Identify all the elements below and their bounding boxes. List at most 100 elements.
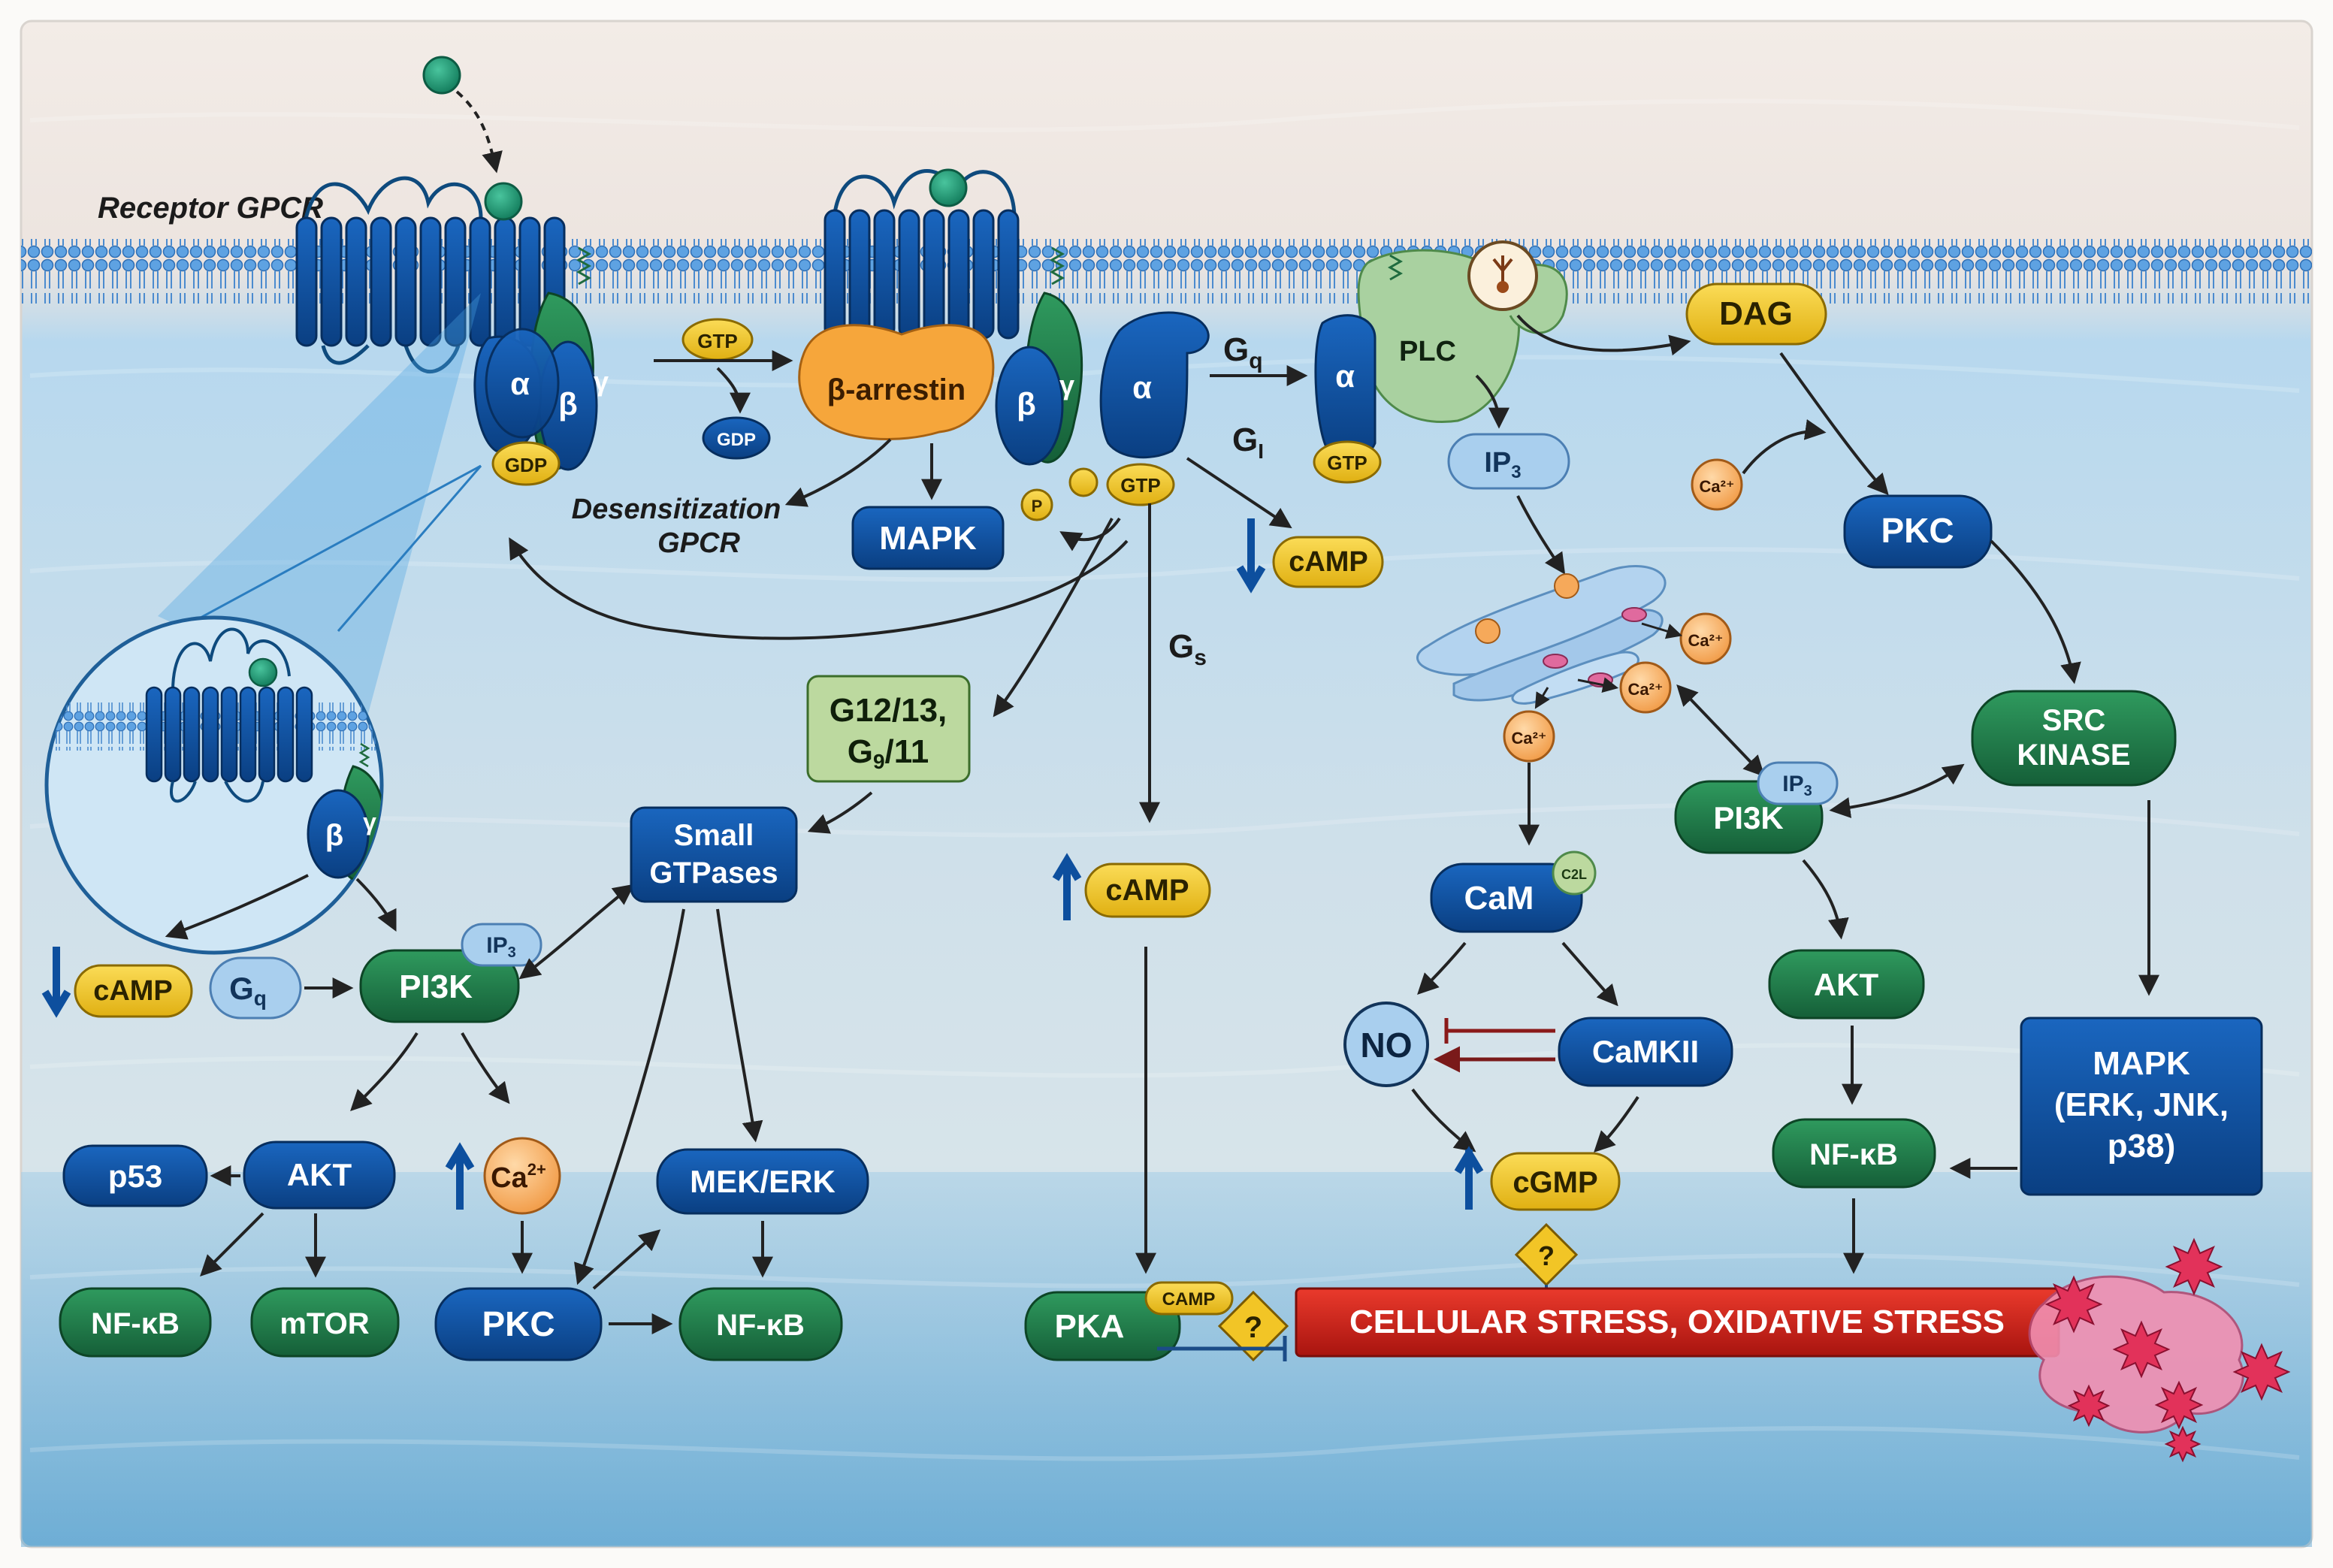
svg-text:NF-κB: NF-κB <box>716 1309 805 1342</box>
svg-text:GTP: GTP <box>697 330 737 352</box>
svg-text:p38): p38) <box>2108 1128 2175 1165</box>
svg-text:cGMP: cGMP <box>1513 1166 1597 1199</box>
arrow-pi3k-akt-right <box>1802 859 1849 940</box>
camkii-node: CaMKII <box>1558 1017 1733 1087</box>
pkc-node-left: PKC <box>434 1287 603 1361</box>
svg-text:PI3K: PI3K <box>1713 800 1783 835</box>
gdp-node-released: GDP <box>702 416 771 460</box>
svg-text:IP3: IP3 <box>1782 772 1812 799</box>
svg-text:cAMP: cAMP <box>1105 874 1189 907</box>
damaged-cell-cluster <box>2028 1237 2291 1463</box>
svg-text:cAMP: cAMP <box>1289 546 1368 578</box>
ca-node-er-2: Ca²⁺ <box>1619 661 1672 714</box>
svg-text:SRC: SRC <box>2042 704 2105 737</box>
question-diamond-pka: ? <box>1217 1290 1289 1362</box>
svg-text:NF-κB: NF-κB <box>1809 1138 1898 1171</box>
svg-text:NO: NO <box>1361 1026 1413 1065</box>
g1213-node: G12/13, G9/11 <box>806 675 971 783</box>
arrow-smallgtpases-pkc <box>574 908 685 1286</box>
inset-circle: β γ <box>44 615 384 955</box>
arrow-plc-dag <box>1516 314 1691 356</box>
cytoplasm-lower <box>21 1172 2312 1547</box>
arrow-ca-pkc <box>1742 418 1827 475</box>
svg-text:CAMP: CAMP <box>1162 1289 1216 1310</box>
gamma-subunit-1: γ <box>594 366 609 397</box>
svg-text:KINASE: KINASE <box>2017 739 2130 772</box>
camp-down-node: cAMP <box>1236 518 1384 594</box>
gamma-subunit-2: γ <box>1059 370 1074 400</box>
svg-text:Ca²⁺: Ca²⁺ <box>1688 631 1723 650</box>
svg-text:C2L: C2L <box>1561 867 1587 882</box>
arrow-pkc-mekerk <box>592 1229 661 1290</box>
gq-label: Gq <box>1223 331 1263 373</box>
desensitization-label-2: GPCR <box>657 527 740 559</box>
arrow-no-cgmp <box>1411 1088 1476 1153</box>
svg-text:GTP: GTP <box>1120 474 1160 497</box>
arrow-pi3k-ca <box>461 1032 510 1104</box>
nfkb-node-left: NF-κB <box>59 1287 212 1358</box>
gq-node-left: Gq <box>209 956 302 1020</box>
arrow-cam-no <box>1417 941 1467 995</box>
arrow-recycle-long <box>509 537 1129 640</box>
arrow-er-ca-1 <box>1641 622 1683 639</box>
gtp-node-active: GTP <box>1106 463 1175 506</box>
inset-callout-edge-2 <box>337 465 482 632</box>
arrow-plc-ip3 <box>1475 374 1509 429</box>
svg-text:Gq: Gq <box>229 971 267 1010</box>
svg-text:cAMP: cAMP <box>93 975 173 1007</box>
arrow-betagamma-camp <box>165 874 309 940</box>
svg-text:MAPK: MAPK <box>2093 1045 2190 1082</box>
svg-text:GDP: GDP <box>505 454 547 476</box>
arrow-ca-pi3k-right <box>1676 684 1765 778</box>
arrow-gdp-out <box>716 367 751 414</box>
svg-text:CELLULAR STRESS, OXIDATIVE STR: CELLULAR STRESS, OXIDATIVE STRESS <box>1349 1304 2005 1340</box>
arrow-pi3k-smallgtpases <box>518 884 635 980</box>
svg-text:Small: Small <box>674 819 754 852</box>
mek-erk-node: MEK/ERK <box>656 1148 869 1215</box>
svg-text:Ca²⁺: Ca²⁺ <box>1699 477 1734 496</box>
svg-text:IP3: IP3 <box>1484 447 1521 482</box>
svg-text:GTP: GTP <box>1327 452 1367 474</box>
camp-up-node: cAMP <box>1052 853 1211 920</box>
gtp-node-exchange: GTP <box>681 318 754 361</box>
gdp-node-1: GDP <box>491 441 561 486</box>
svg-text:Ca²⁺: Ca²⁺ <box>1627 680 1663 699</box>
svg-text:IP3: IP3 <box>486 933 515 961</box>
svg-text:Ca²⁺: Ca²⁺ <box>1511 729 1546 748</box>
mapk-node-right: MAPK (ERK, JNK, p38) <box>2020 1017 2263 1196</box>
mapk-node-top: MAPK <box>851 506 1005 570</box>
ca-node-er-3: Ca²⁺ <box>1503 710 1555 763</box>
arrow-dag-pkc <box>1779 352 1889 496</box>
g-protein-heterotrimer-2: β γ <box>995 292 1083 466</box>
nfkb-node-middle: NF-κB <box>678 1287 843 1361</box>
pi3k-node-left: PI3K IP3 <box>359 923 542 1023</box>
svg-text:PLC: PLC <box>1399 336 1456 367</box>
arrow-er-ca-3 <box>1534 687 1550 709</box>
g-protein-heterotrimer-1: α β γ <box>473 292 609 471</box>
arrow-src-pi3k <box>1829 763 1965 818</box>
inhibit-pka-stress <box>1157 1336 1287 1361</box>
arrow-gtp-phosphate <box>1059 517 1121 551</box>
beta-subunit-1: β <box>558 386 578 421</box>
receptor-gpcr-label: Receptor GPCR <box>98 192 323 225</box>
inhibit-camkii-no <box>1444 1018 1555 1044</box>
svg-text:GTPases: GTPases <box>649 857 778 890</box>
src-kinase-node: SRC KINASE <box>1971 690 2177 787</box>
no-node: NO <box>1343 1002 1429 1087</box>
svg-text:PKA: PKA <box>1055 1308 1125 1345</box>
svg-text:AKT: AKT <box>287 1157 352 1192</box>
svg-text:NF-κB: NF-κB <box>91 1307 180 1340</box>
cgmp-node: cGMP <box>1454 1146 1621 1211</box>
gi-label: GI <box>1232 421 1264 463</box>
pka-node: PKA CAMP <box>1024 1281 1234 1361</box>
ligand <box>422 56 461 95</box>
svg-text:α: α <box>1335 358 1355 394</box>
gtp-node-plc: GTP <box>1313 440 1382 484</box>
beta-subunit-2: β <box>1017 386 1036 421</box>
arrow-gi-camp <box>1186 457 1292 529</box>
arrow-ip3-er <box>1516 495 1566 575</box>
svg-text:PKC: PKC <box>1881 511 1954 550</box>
svg-text:?: ? <box>1538 1240 1555 1271</box>
svg-text:CaMKII: CaMKII <box>1592 1034 1699 1069</box>
